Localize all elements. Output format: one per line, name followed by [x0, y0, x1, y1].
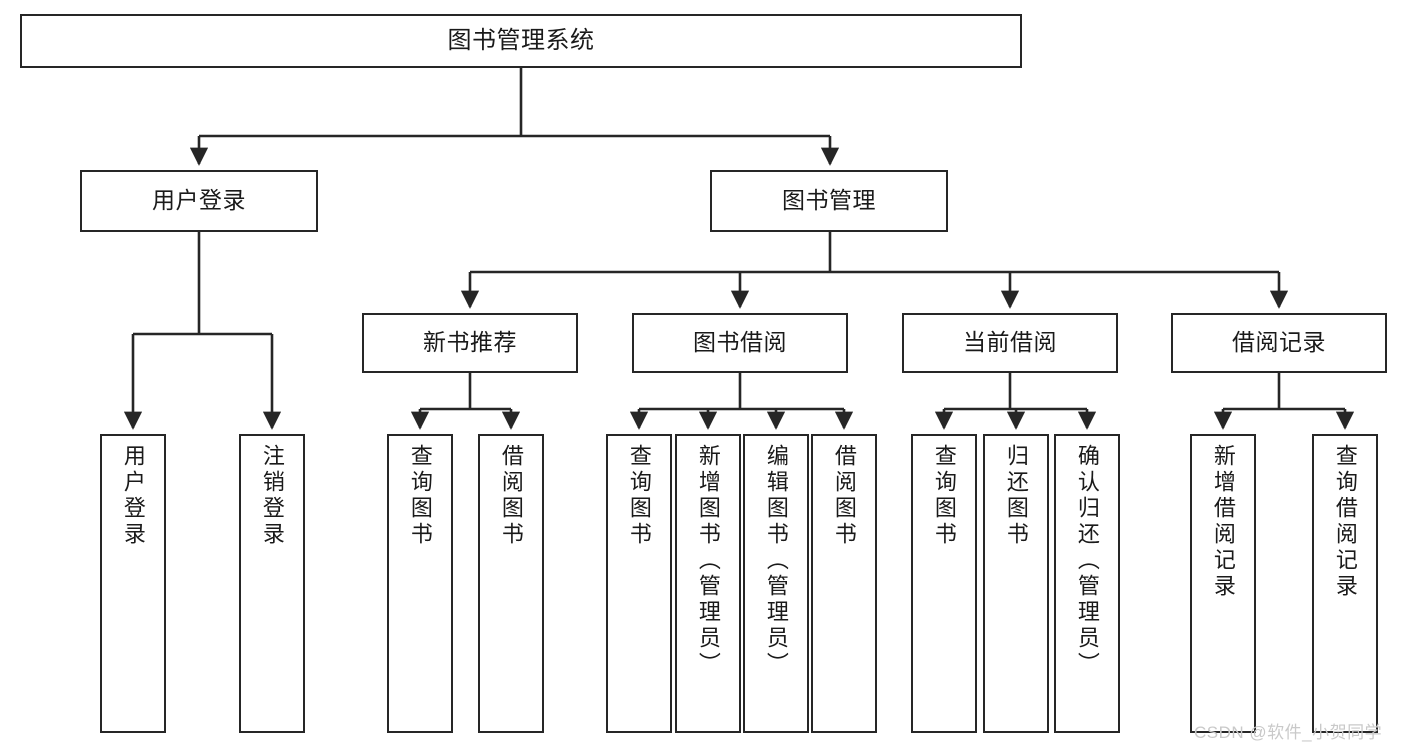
node-borrow-record-label: 借阅记录: [1232, 329, 1326, 356]
node-leaf-user-login[interactable]: 用户登录: [100, 434, 166, 733]
node-leaf-query-borrow-record-label: 查询借阅记录: [1332, 444, 1358, 600]
node-leaf-borrow-book-2[interactable]: 借阅图书: [811, 434, 877, 733]
node-leaf-query-book-2-label: 查询图书: [626, 444, 652, 548]
node-leaf-query-book-1[interactable]: 查询图书: [387, 434, 453, 733]
node-leaf-add-borrow-record[interactable]: 新增借阅记录: [1190, 434, 1256, 733]
node-root[interactable]: 图书管理系统: [20, 14, 1022, 68]
node-current-borrow-label: 当前借阅: [963, 329, 1057, 356]
node-leaf-user-login-label: 用户登录: [120, 444, 146, 548]
node-leaf-add-book-admin-label: 新增图书（管理员）: [695, 444, 721, 678]
node-root-label: 图书管理系统: [447, 26, 595, 54]
node-current-borrow[interactable]: 当前借阅: [902, 313, 1118, 373]
node-book-borrow[interactable]: 图书借阅: [632, 313, 848, 373]
node-leaf-query-book-2[interactable]: 查询图书: [606, 434, 672, 733]
node-user-login-label: 用户登录: [152, 187, 246, 214]
node-book-borrow-label: 图书借阅: [693, 329, 787, 356]
node-leaf-return-book[interactable]: 归还图书: [983, 434, 1049, 733]
node-leaf-confirm-return-admin-label: 确认归还（管理员）: [1074, 444, 1100, 678]
node-leaf-query-book-1-label: 查询图书: [407, 444, 433, 548]
node-new-book-recommend[interactable]: 新书推荐: [362, 313, 578, 373]
node-leaf-edit-book-admin[interactable]: 编辑图书（管理员）: [743, 434, 809, 733]
node-leaf-borrow-book-1[interactable]: 借阅图书: [478, 434, 544, 733]
node-book-manage[interactable]: 图书管理: [710, 170, 948, 232]
node-leaf-logout-login-label: 注销登录: [259, 444, 285, 548]
node-leaf-query-book-3-label: 查询图书: [931, 444, 957, 548]
node-leaf-return-book-label: 归还图书: [1003, 444, 1029, 548]
node-book-manage-label: 图书管理: [782, 187, 876, 214]
node-leaf-logout-login[interactable]: 注销登录: [239, 434, 305, 733]
node-leaf-borrow-book-1-label: 借阅图书: [498, 444, 524, 548]
node-leaf-edit-book-admin-label: 编辑图书（管理员）: [763, 444, 789, 678]
node-leaf-confirm-return-admin[interactable]: 确认归还（管理员）: [1054, 434, 1120, 733]
node-leaf-borrow-book-2-label: 借阅图书: [831, 444, 857, 548]
node-new-book-recommend-label: 新书推荐: [423, 329, 517, 356]
node-borrow-record[interactable]: 借阅记录: [1171, 313, 1387, 373]
node-user-login[interactable]: 用户登录: [80, 170, 318, 232]
node-leaf-add-borrow-record-label: 新增借阅记录: [1210, 444, 1236, 600]
node-leaf-add-book-admin[interactable]: 新增图书（管理员）: [675, 434, 741, 733]
node-leaf-query-borrow-record[interactable]: 查询借阅记录: [1312, 434, 1378, 733]
node-leaf-query-book-3[interactable]: 查询图书: [911, 434, 977, 733]
csdn-watermark: CSDN @软件_小贺同学: [1194, 723, 1383, 742]
